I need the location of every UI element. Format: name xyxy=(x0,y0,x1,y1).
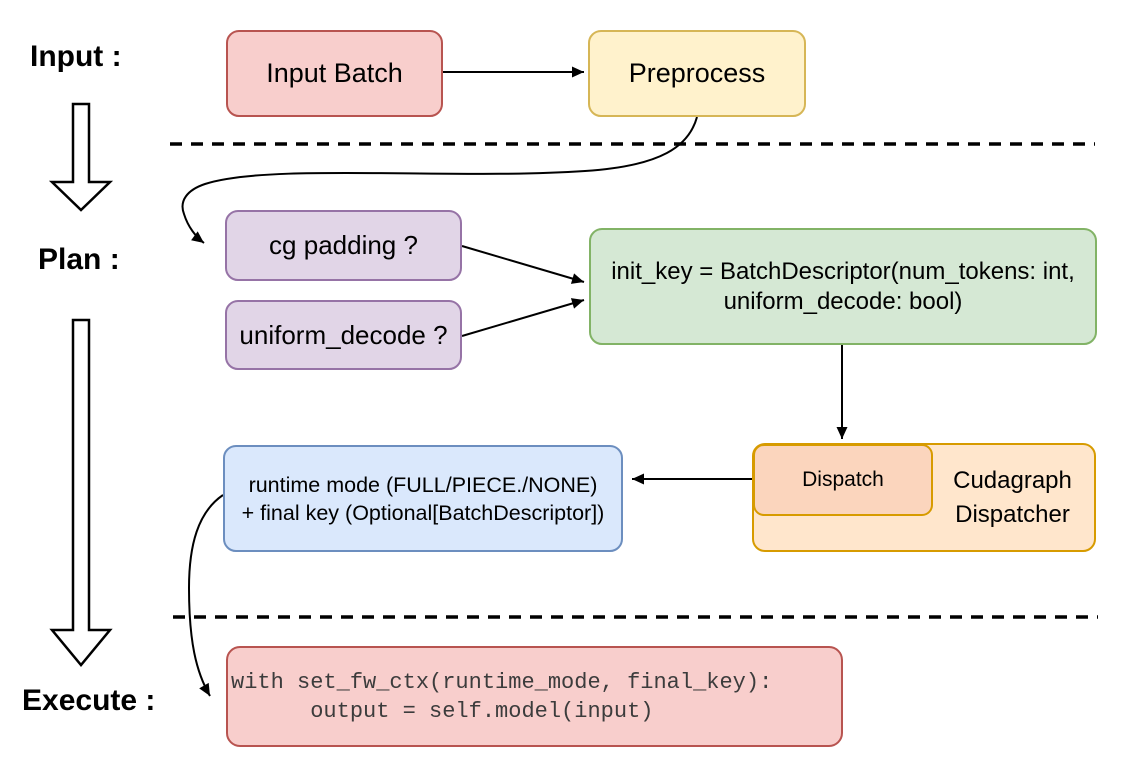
cg-padding-label: cg padding ? xyxy=(269,230,418,261)
cudagraph-dispatcher-label: Cudagraph Dispatcher xyxy=(953,466,1072,528)
cg-padding-node: cg padding ? xyxy=(225,210,462,281)
uniform-decode-label: uniform_decode ? xyxy=(239,319,448,350)
init-key-node: init_key = BatchDescriptor(num_tokens: i… xyxy=(589,228,1097,345)
runtime-mode-node: runtime mode (FULL/PIECE./NONE) + final … xyxy=(223,445,623,552)
dispatch-label: Dispatch xyxy=(802,467,884,491)
hollow-arrow-input-to-plan xyxy=(48,102,114,212)
dispatch-node: Dispatch xyxy=(753,444,933,516)
arrow-uniform-decode-to-init-key xyxy=(461,298,585,337)
execute-code-line1: with set_fw_ctx(runtime_mode, final_key)… xyxy=(231,669,773,695)
init-key-line1: init_key = BatchDescriptor(num_tokens: i… xyxy=(611,257,1075,285)
arrow-cg-padding-to-init-key xyxy=(461,245,585,284)
plan-phase-label: Plan : xyxy=(38,243,120,276)
runtime-mode-line2: + final key (Optional[BatchDescriptor]) xyxy=(241,500,605,525)
arrow-runtime-mode-to-execute-code xyxy=(187,494,224,697)
runtime-mode-line1: runtime mode (FULL/PIECE./NONE) xyxy=(248,472,598,497)
preprocess-node: Preprocess xyxy=(588,30,806,117)
execute-phase-label: Execute : xyxy=(22,684,156,717)
preprocess-label: Preprocess xyxy=(628,57,766,88)
input-batch-node: Input Batch xyxy=(226,30,443,117)
execute-code-node: with set_fw_ctx(runtime_mode, final_key)… xyxy=(226,646,843,747)
uniform-decode-node: uniform_decode ? xyxy=(225,300,462,370)
input-batch-label: Input Batch xyxy=(266,57,403,88)
cudagraph-dispatcher-label-area: Cudagraph Dispatcher xyxy=(931,445,1094,550)
arrow-preprocess-to-cg-padding xyxy=(181,116,698,244)
execute-code-line2: output = self.model(input) xyxy=(231,698,654,724)
init-key-line2: uniform_decode: bool) xyxy=(723,287,963,315)
input-phase-label: Input : xyxy=(30,40,122,73)
hollow-arrow-plan-to-execute xyxy=(49,318,113,667)
